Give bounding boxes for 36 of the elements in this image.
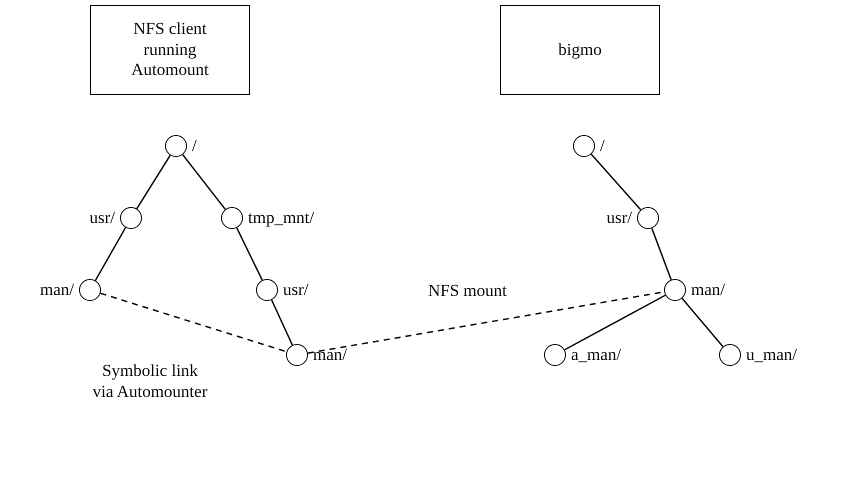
host-box [500, 5, 660, 95]
directory-label: / [192, 137, 197, 154]
directory-label: / [600, 137, 605, 154]
dashed-link-line [100, 292, 287, 352]
tree-branch-line [270, 300, 294, 346]
tree-branch-line [651, 228, 672, 280]
directory-circle [79, 279, 101, 301]
directory-circle [165, 135, 187, 157]
directory-circle [544, 344, 566, 366]
directory-circle [256, 279, 278, 301]
directory-label: man/ [313, 346, 347, 363]
directory-circle [664, 279, 686, 301]
tree-branch-line [682, 298, 724, 348]
tree-branch-line [182, 154, 226, 210]
tree-branch-line [94, 227, 126, 281]
directory-label: tmp_mnt/ [248, 209, 314, 226]
directory-circle [221, 207, 243, 229]
directory-circle [637, 207, 659, 229]
host-name: NFS client running Automount [130, 19, 210, 81]
host-box [90, 5, 250, 95]
directory-label: usr/ [90, 209, 115, 226]
directory-circle [573, 135, 595, 157]
directory-label: usr/ [283, 281, 308, 298]
directory-circle [120, 207, 142, 229]
tree-branch-line [564, 294, 666, 350]
directory-label: man/ [40, 281, 74, 298]
tree-branch-line [590, 154, 642, 210]
directory-label: a_man/ [571, 346, 622, 363]
directory-label: usr/ [606, 209, 632, 226]
directory-circle [286, 344, 308, 366]
directory-label: man/ [691, 281, 725, 298]
tree-branch-line [236, 228, 263, 280]
directory-label: u_man/ [746, 346, 797, 363]
host-name: bigmo [558, 40, 602, 60]
tree-branch-line [136, 154, 171, 210]
directory-circle [719, 344, 741, 366]
